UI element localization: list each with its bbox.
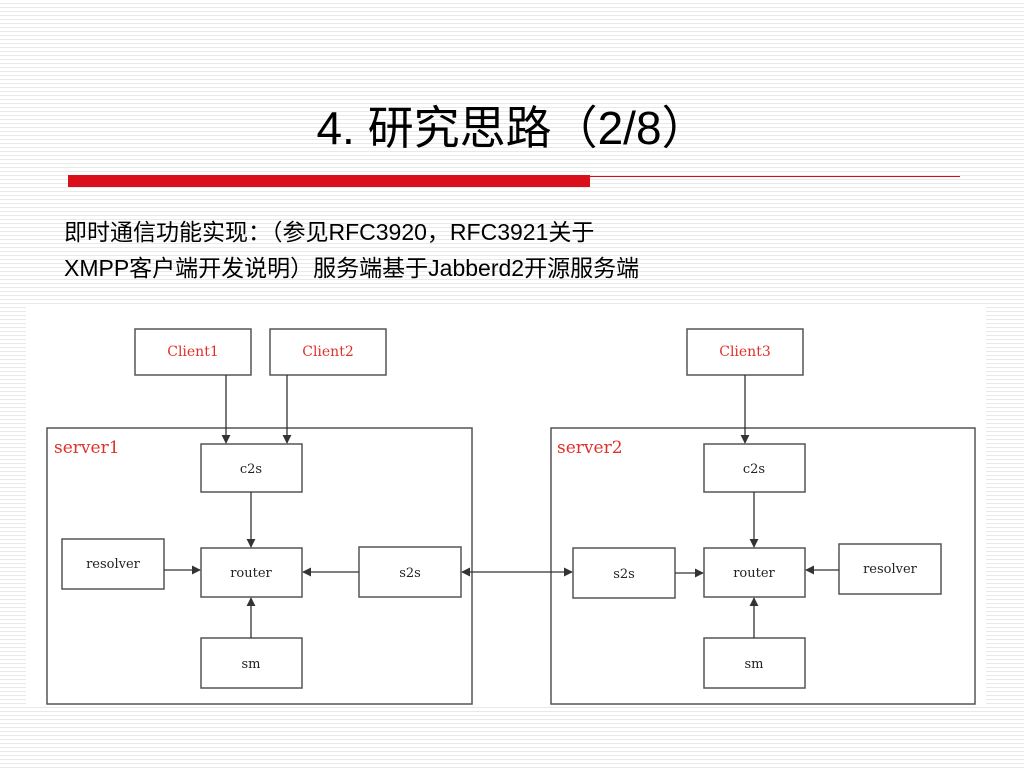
server2-sm-box xyxy=(703,637,806,689)
server1-resolver-box xyxy=(61,538,165,590)
server2-s2s-box xyxy=(572,547,676,599)
client3-label: Client3 xyxy=(719,344,771,360)
server1-sm-label: sm xyxy=(242,657,261,672)
server2-router-box xyxy=(703,547,806,598)
server2-c2s-label: c2s xyxy=(743,462,765,477)
client1-box xyxy=(134,328,252,376)
title-underline-bar xyxy=(68,175,590,187)
server1-s2s-box xyxy=(358,546,462,598)
client2-box xyxy=(269,328,387,376)
server1-router-label: router xyxy=(230,566,272,581)
client2-label: Client2 xyxy=(302,344,354,360)
server1-s2s-label: s2s xyxy=(399,566,421,581)
server2-router-label: router xyxy=(733,566,775,581)
server1-label: server1 xyxy=(54,438,120,458)
slide-description: 即时通信功能实现：（参见RFC3920，RFC3921关于 XMPP客户端开发说… xyxy=(64,214,944,286)
server2-label: server2 xyxy=(557,438,623,458)
slide-title: 4. 研究思路（2/8） xyxy=(316,102,708,154)
server2-c2s-box xyxy=(703,443,806,493)
server1-c2s-box xyxy=(200,443,303,493)
server2-resolver-box xyxy=(838,543,942,595)
description-line-1: 即时通信功能实现：（参见RFC3920，RFC3921关于 xyxy=(64,219,595,245)
server1-resolver-label: resolver xyxy=(86,557,141,572)
server1-router-box xyxy=(200,547,303,598)
server2-resolver-label: resolver xyxy=(863,562,918,577)
server2-sm-label: sm xyxy=(745,657,764,672)
server2-s2s-label: s2s xyxy=(613,567,635,582)
server1-sm-box xyxy=(200,637,303,689)
client1-label: Client1 xyxy=(167,344,219,360)
server1-c2s-label: c2s xyxy=(240,462,262,477)
description-line-2: XMPP客户端开发说明）服务端基于Jabberd2开源服务端 xyxy=(64,255,640,281)
client3-box xyxy=(686,328,804,376)
